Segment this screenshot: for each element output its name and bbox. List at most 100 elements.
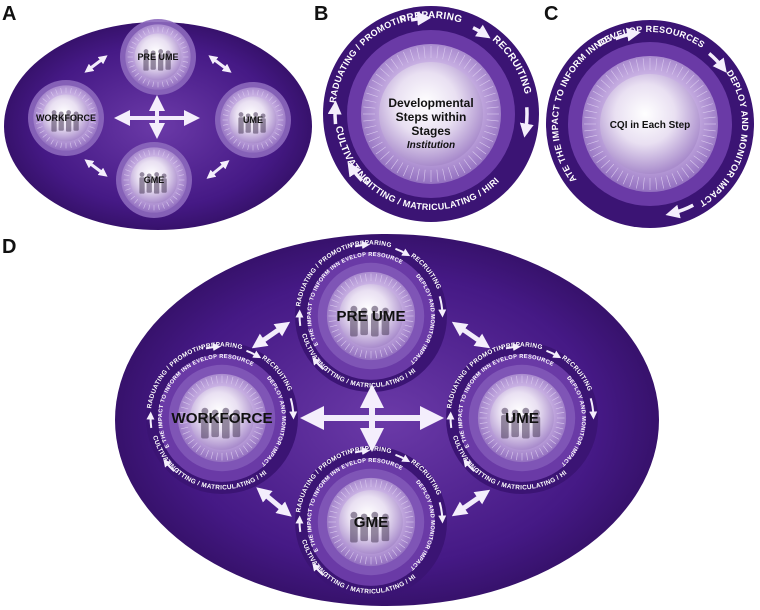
d-node-pre-ume-tick bbox=[349, 278, 354, 286]
d-node-ume-tick bbox=[530, 376, 534, 385]
a-node-gme-tick bbox=[130, 160, 135, 165]
d-node-ume-tick bbox=[480, 426, 489, 430]
d-node-ume-tick bbox=[516, 375, 518, 384]
b-tick bbox=[375, 73, 386, 82]
d-node-workforce-arrow-5 bbox=[205, 343, 222, 352]
d-node-ume-arrow-1 bbox=[546, 349, 562, 359]
d-node-gme-arrow-4 bbox=[295, 515, 304, 533]
a-node-ume-label: UME bbox=[243, 115, 263, 125]
d-arrow-diag-2 bbox=[451, 321, 491, 349]
panel-b-center-line2: Steps within bbox=[396, 110, 467, 124]
a-node-pre-ume-tick bbox=[177, 37, 182, 42]
c-tick bbox=[660, 59, 665, 72]
c-tick bbox=[689, 79, 700, 89]
a-node-pre-ume-tick bbox=[134, 72, 139, 77]
b-tick bbox=[403, 51, 409, 63]
d-node-workforce-tick bbox=[239, 380, 244, 388]
d-node-gme-tick bbox=[365, 479, 367, 488]
d-node-ume-tick bbox=[516, 452, 518, 461]
a-node-workforce-tick bbox=[89, 107, 95, 110]
a-node-gme-tick bbox=[124, 184, 130, 186]
b-tick bbox=[380, 151, 390, 160]
a-node-gme-tick bbox=[127, 192, 133, 196]
d-node-ume-tick bbox=[539, 448, 544, 456]
d-node-pre-ume-tick bbox=[349, 346, 354, 354]
a-node-ume-tick bbox=[261, 91, 264, 97]
a-node-ume-tick bbox=[277, 114, 283, 116]
d-node-ume-tick bbox=[549, 439, 556, 445]
d-node-gme-tick bbox=[354, 482, 358, 490]
d-node-workforce-tick bbox=[226, 452, 228, 461]
a-node-pre-ume-tick bbox=[129, 46, 135, 49]
d-node-workforce-tick bbox=[179, 412, 188, 414]
c-tick bbox=[671, 173, 678, 185]
b-tick bbox=[468, 63, 477, 73]
d-node-workforce-arrow-3 bbox=[163, 458, 175, 472]
d-node-gme-tick bbox=[403, 535, 411, 539]
a-node-ume-tick bbox=[226, 104, 232, 108]
a-node-gme-tick bbox=[162, 203, 165, 209]
a-node-workforce-tick bbox=[74, 141, 77, 147]
d-node-ume-tick bbox=[479, 412, 488, 414]
d-node-workforce-ring-preparing: PREPARING bbox=[201, 342, 244, 352]
d-node-workforce-tick bbox=[249, 439, 256, 445]
c-tick bbox=[596, 155, 607, 164]
b-tick bbox=[366, 131, 378, 136]
d-node-pre-ume-tick bbox=[329, 304, 338, 308]
b-tick bbox=[409, 167, 414, 179]
a-node-pre-ume-tick bbox=[128, 61, 134, 63]
c-tick bbox=[585, 134, 598, 139]
c-tick bbox=[671, 63, 678, 75]
d-node-workforce-tick bbox=[235, 450, 239, 458]
a-node-pre-ume-tick bbox=[181, 65, 187, 68]
a-node-gme-tick bbox=[134, 199, 139, 204]
b-tick bbox=[479, 141, 491, 149]
d-node-gme-label: GME bbox=[354, 514, 389, 531]
b-tick bbox=[463, 58, 472, 69]
c-tick bbox=[660, 176, 665, 189]
d-node-pre-ume-tick bbox=[405, 310, 414, 312]
b-tick bbox=[363, 119, 376, 122]
a-node-ume-tick bbox=[242, 143, 245, 149]
panel-b-letter: B bbox=[314, 3, 328, 25]
d-node-pre-ume-tick bbox=[384, 276, 388, 284]
a-node-ume-tick bbox=[237, 141, 241, 147]
a-node-ume-tick bbox=[257, 90, 259, 96]
d-node-workforce-tick bbox=[191, 442, 198, 449]
d-node-workforce-tick bbox=[252, 435, 260, 440]
d-node-pre-ume-tick bbox=[403, 329, 411, 333]
b-tick bbox=[482, 136, 494, 142]
a-node-workforce-tick bbox=[70, 142, 72, 148]
d-node-ume-tick bbox=[555, 426, 564, 430]
d-node-pre-ume-tick bbox=[340, 285, 347, 292]
a-node-pre-ume-tick bbox=[173, 33, 178, 38]
d-node-pre-ume-tick bbox=[388, 278, 393, 286]
a-node-workforce-tick bbox=[55, 89, 58, 95]
d-node-pre-ume-tick bbox=[344, 343, 350, 350]
c-tick bbox=[655, 177, 658, 190]
d-node-workforce-tick bbox=[246, 387, 253, 394]
b-tick bbox=[436, 46, 439, 59]
d-node-gme-tick bbox=[395, 491, 402, 498]
d-node-ume-tick bbox=[491, 387, 498, 394]
a-node-gme-tick bbox=[158, 150, 160, 156]
a-node-gme-tick bbox=[162, 151, 165, 157]
d-node-pre-ume-label: PRE UME bbox=[336, 308, 405, 325]
a-node-gme: GME bbox=[116, 142, 192, 218]
d-node-gme-tick bbox=[379, 480, 383, 489]
a-node-ume-tick bbox=[268, 96, 273, 101]
a-node-workforce-tick bbox=[50, 91, 54, 97]
d-node-gme-tick bbox=[329, 510, 338, 514]
d-node-workforce-tick bbox=[226, 375, 228, 384]
d-node-gme-tick bbox=[333, 500, 341, 505]
d-node-pre-ume-tick bbox=[333, 333, 341, 338]
d-node-workforce-tick bbox=[249, 391, 256, 397]
a-node-workforce-tick bbox=[81, 94, 86, 99]
d-node-gme-tick bbox=[392, 549, 398, 556]
a-node-pre-ume-tick bbox=[128, 51, 134, 53]
d-arrow-diag-4 bbox=[451, 489, 491, 517]
d-node-pre-ume-tick bbox=[398, 289, 405, 295]
b-tick bbox=[390, 159, 399, 170]
c-tick bbox=[701, 140, 713, 145]
d-node-pre-ume-arrow-1 bbox=[395, 247, 411, 257]
